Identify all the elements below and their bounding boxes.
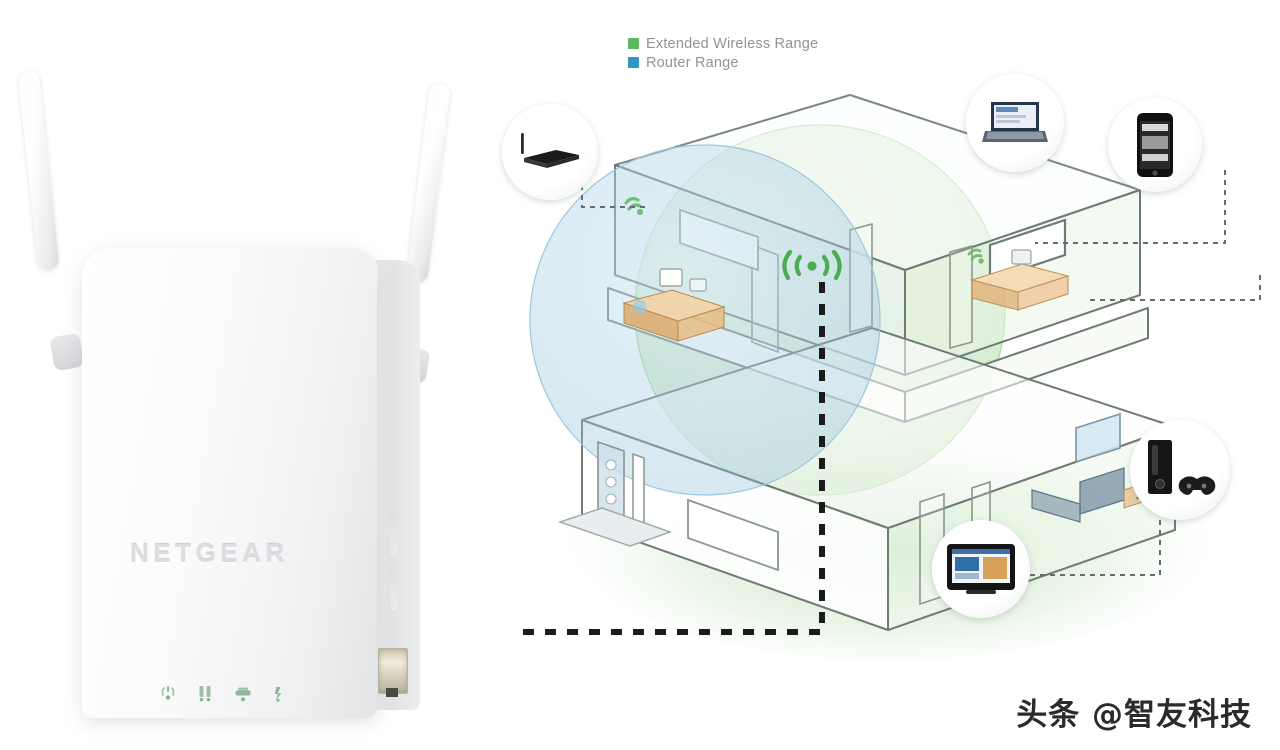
netgear-range-extender-photo: NETGEAR — [0, 60, 470, 718]
legend: Extended Wireless Range Router Range — [628, 34, 818, 72]
connector-laptop — [1035, 170, 1226, 244]
led-indicator-row — [160, 684, 287, 702]
antenna-right — [405, 82, 452, 284]
connector-tv — [1010, 510, 1161, 576]
legend-item-extended-range: Extended Wireless Range — [628, 34, 818, 53]
power-icon — [160, 684, 176, 702]
legend-label-extended-range: Extended Wireless Range — [646, 35, 819, 52]
antenna-left — [17, 69, 60, 271]
connector-phone — [1085, 275, 1261, 301]
tv-icon — [947, 544, 1015, 594]
wifi-coverage-diagram — [502, 70, 1280, 690]
netgear-brand-logo: NETGEAR — [130, 538, 289, 568]
legend-item-router-range: Router Range — [628, 53, 818, 72]
ethernet-cable-stub — [386, 688, 398, 697]
device-icon — [197, 684, 213, 702]
game-console-icon — [1148, 440, 1216, 495]
upper-right-desk — [970, 249, 1070, 311]
green-square-icon — [628, 38, 639, 49]
router-icon — [234, 684, 251, 702]
upstairs-left-wifi — [624, 196, 644, 216]
ethernet-backhaul-line — [520, 282, 825, 635]
legend-label-router-range: Router Range — [646, 54, 739, 71]
wifi-icon — [271, 684, 287, 702]
front-door-area — [557, 440, 673, 547]
router-badge[interactable] — [502, 104, 598, 200]
upstairs-right-wifi — [967, 248, 984, 264]
laptop-badge[interactable] — [966, 74, 1064, 172]
router-icon — [521, 133, 579, 168]
side-vent-2 — [390, 566, 397, 610]
game-console-badge[interactable] — [1130, 420, 1230, 520]
device-front-face — [82, 248, 377, 718]
antenna-left-hinge — [49, 332, 85, 372]
lower-right-furniture — [1031, 412, 1169, 523]
laptop-icon — [982, 102, 1048, 142]
extender-wifi — [782, 249, 842, 281]
lower-left-window — [687, 498, 779, 572]
side-vent-1 — [390, 512, 397, 556]
tv-badge[interactable] — [932, 520, 1030, 618]
blue-square-icon — [628, 57, 639, 68]
watermark-text: 头条 @智友科技 — [1016, 697, 1252, 733]
upper-left-desk — [622, 268, 726, 342]
smartphone-badge[interactable] — [1108, 98, 1202, 192]
smartphone-icon — [1137, 113, 1173, 177]
